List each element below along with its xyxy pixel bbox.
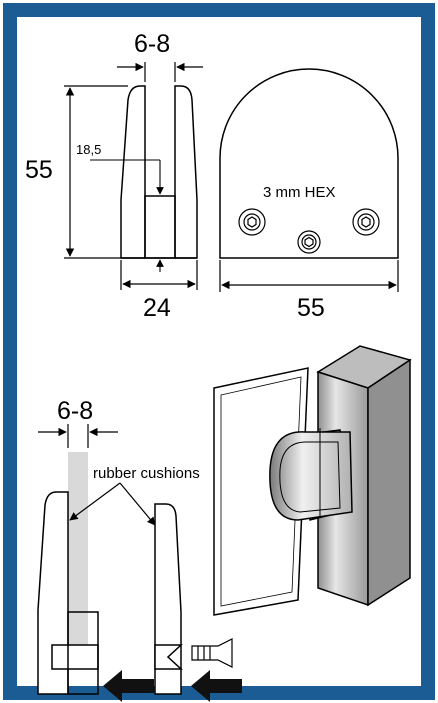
push-arrow-left-icon (103, 670, 154, 702)
gap-label-bottom: 6-8 (57, 397, 93, 425)
glass-pane-3d (213, 367, 309, 616)
inner-label: 18,5 (76, 142, 101, 157)
right-jaw-outline (174, 85, 198, 259)
cushion-label: rubber cushions (93, 465, 200, 482)
depth-dimension (120, 260, 198, 290)
width-dimension (219, 260, 399, 292)
front-face-outline (219, 68, 399, 259)
front-face-view (219, 68, 399, 259)
clamp-3d (269, 428, 353, 521)
screw-left-icon (238, 208, 266, 236)
inner-dimension (90, 159, 164, 272)
height-dimension (64, 85, 128, 259)
screw-center-icon (297, 230, 321, 254)
side-profile-view (120, 85, 198, 259)
screw-right-icon (352, 208, 380, 236)
right-clamp-half (154, 503, 183, 695)
cushion-pointers (69, 482, 156, 526)
glass-panel-section (68, 452, 88, 652)
left-jaw-outline (120, 85, 146, 259)
left-clamp-half (37, 491, 99, 695)
push-arrow-right-icon (191, 670, 242, 702)
hex-screw-icon (191, 638, 233, 668)
depth-label: 24 (143, 294, 171, 322)
gap-dimension-top (117, 62, 203, 82)
gap-dimension-bottom (38, 424, 118, 448)
width-label: 55 (297, 294, 325, 322)
screw-label: 3 mm HEX (263, 184, 336, 201)
gap-label-top: 6-8 (134, 30, 170, 58)
height-label: 55 (25, 156, 53, 184)
